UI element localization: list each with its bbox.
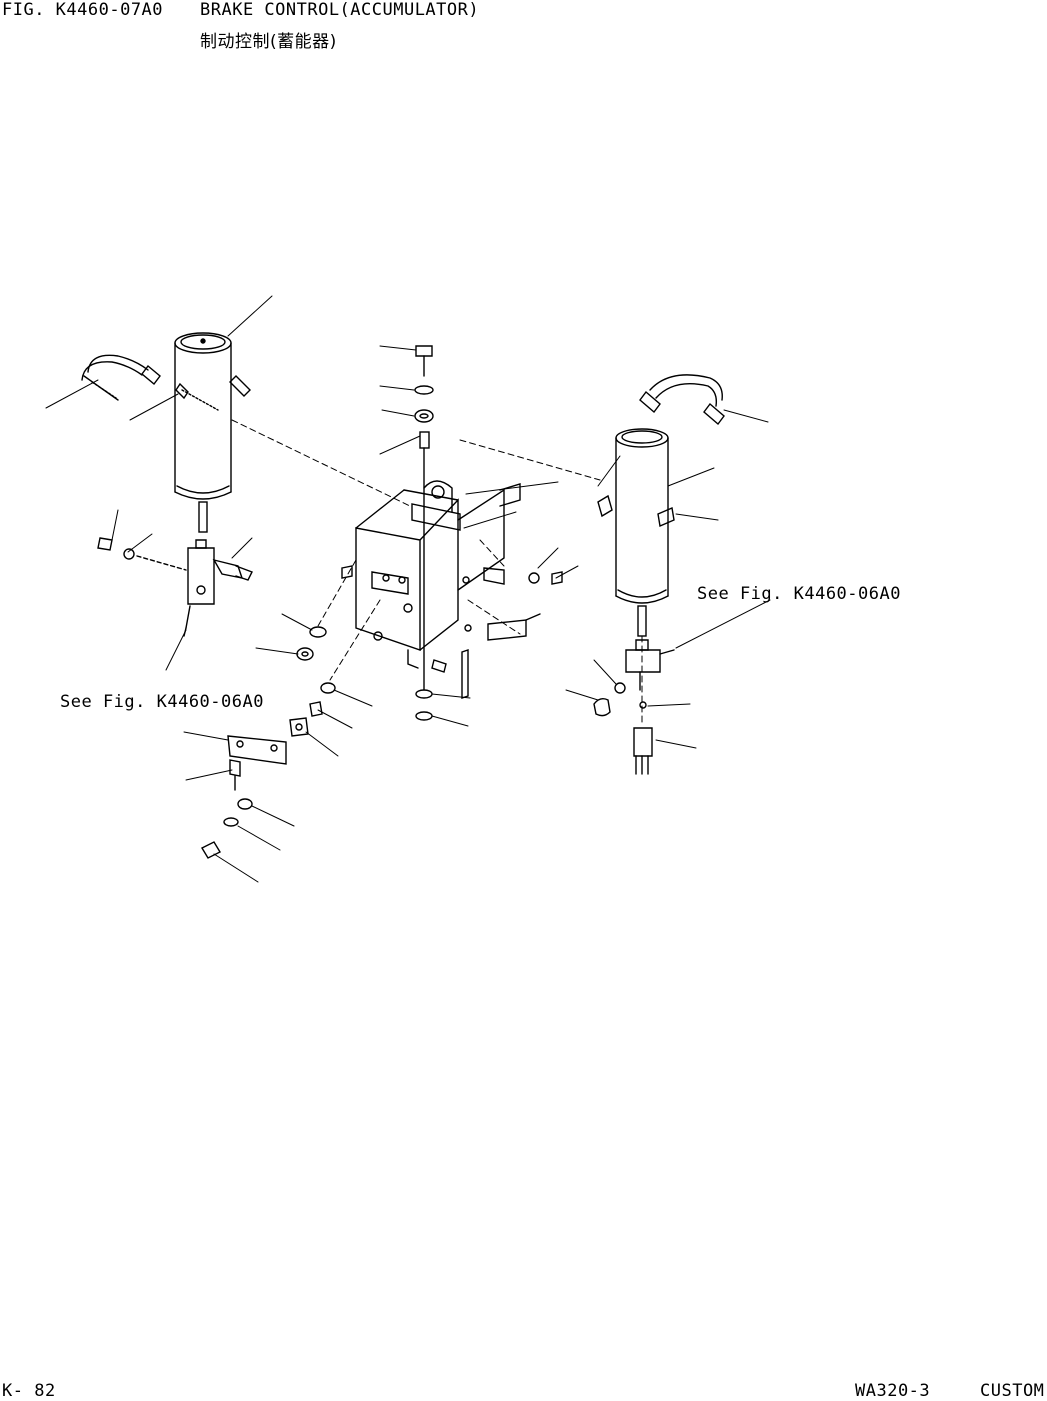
center-bracket xyxy=(341,480,541,699)
page-number: K- 82 xyxy=(2,1381,56,1401)
right-accumulator xyxy=(615,428,669,637)
leader-lines xyxy=(45,295,771,883)
left-valve-block xyxy=(97,537,253,637)
reference-label-left: See Fig. K4460-06A0 xyxy=(60,692,264,712)
figure-code: FIG. K4460-07A0 xyxy=(2,0,164,20)
center-hardware xyxy=(201,345,563,859)
left-clamp-band xyxy=(81,354,251,411)
title-chinese: 制动控制(蓄能器) xyxy=(200,32,337,52)
connection-lines xyxy=(231,419,643,727)
reference-label-right: See Fig. K4460-06A0 xyxy=(697,584,901,604)
right-clamp-band xyxy=(597,374,725,527)
right-valve-block xyxy=(593,639,675,775)
title-english: BRAKE CONTROL(ACCUMULATOR) xyxy=(200,0,480,20)
model-code: WA320-3 xyxy=(855,1381,931,1401)
custom-label: CUSTOM xyxy=(980,1381,1045,1401)
left-accumulator xyxy=(174,332,232,533)
